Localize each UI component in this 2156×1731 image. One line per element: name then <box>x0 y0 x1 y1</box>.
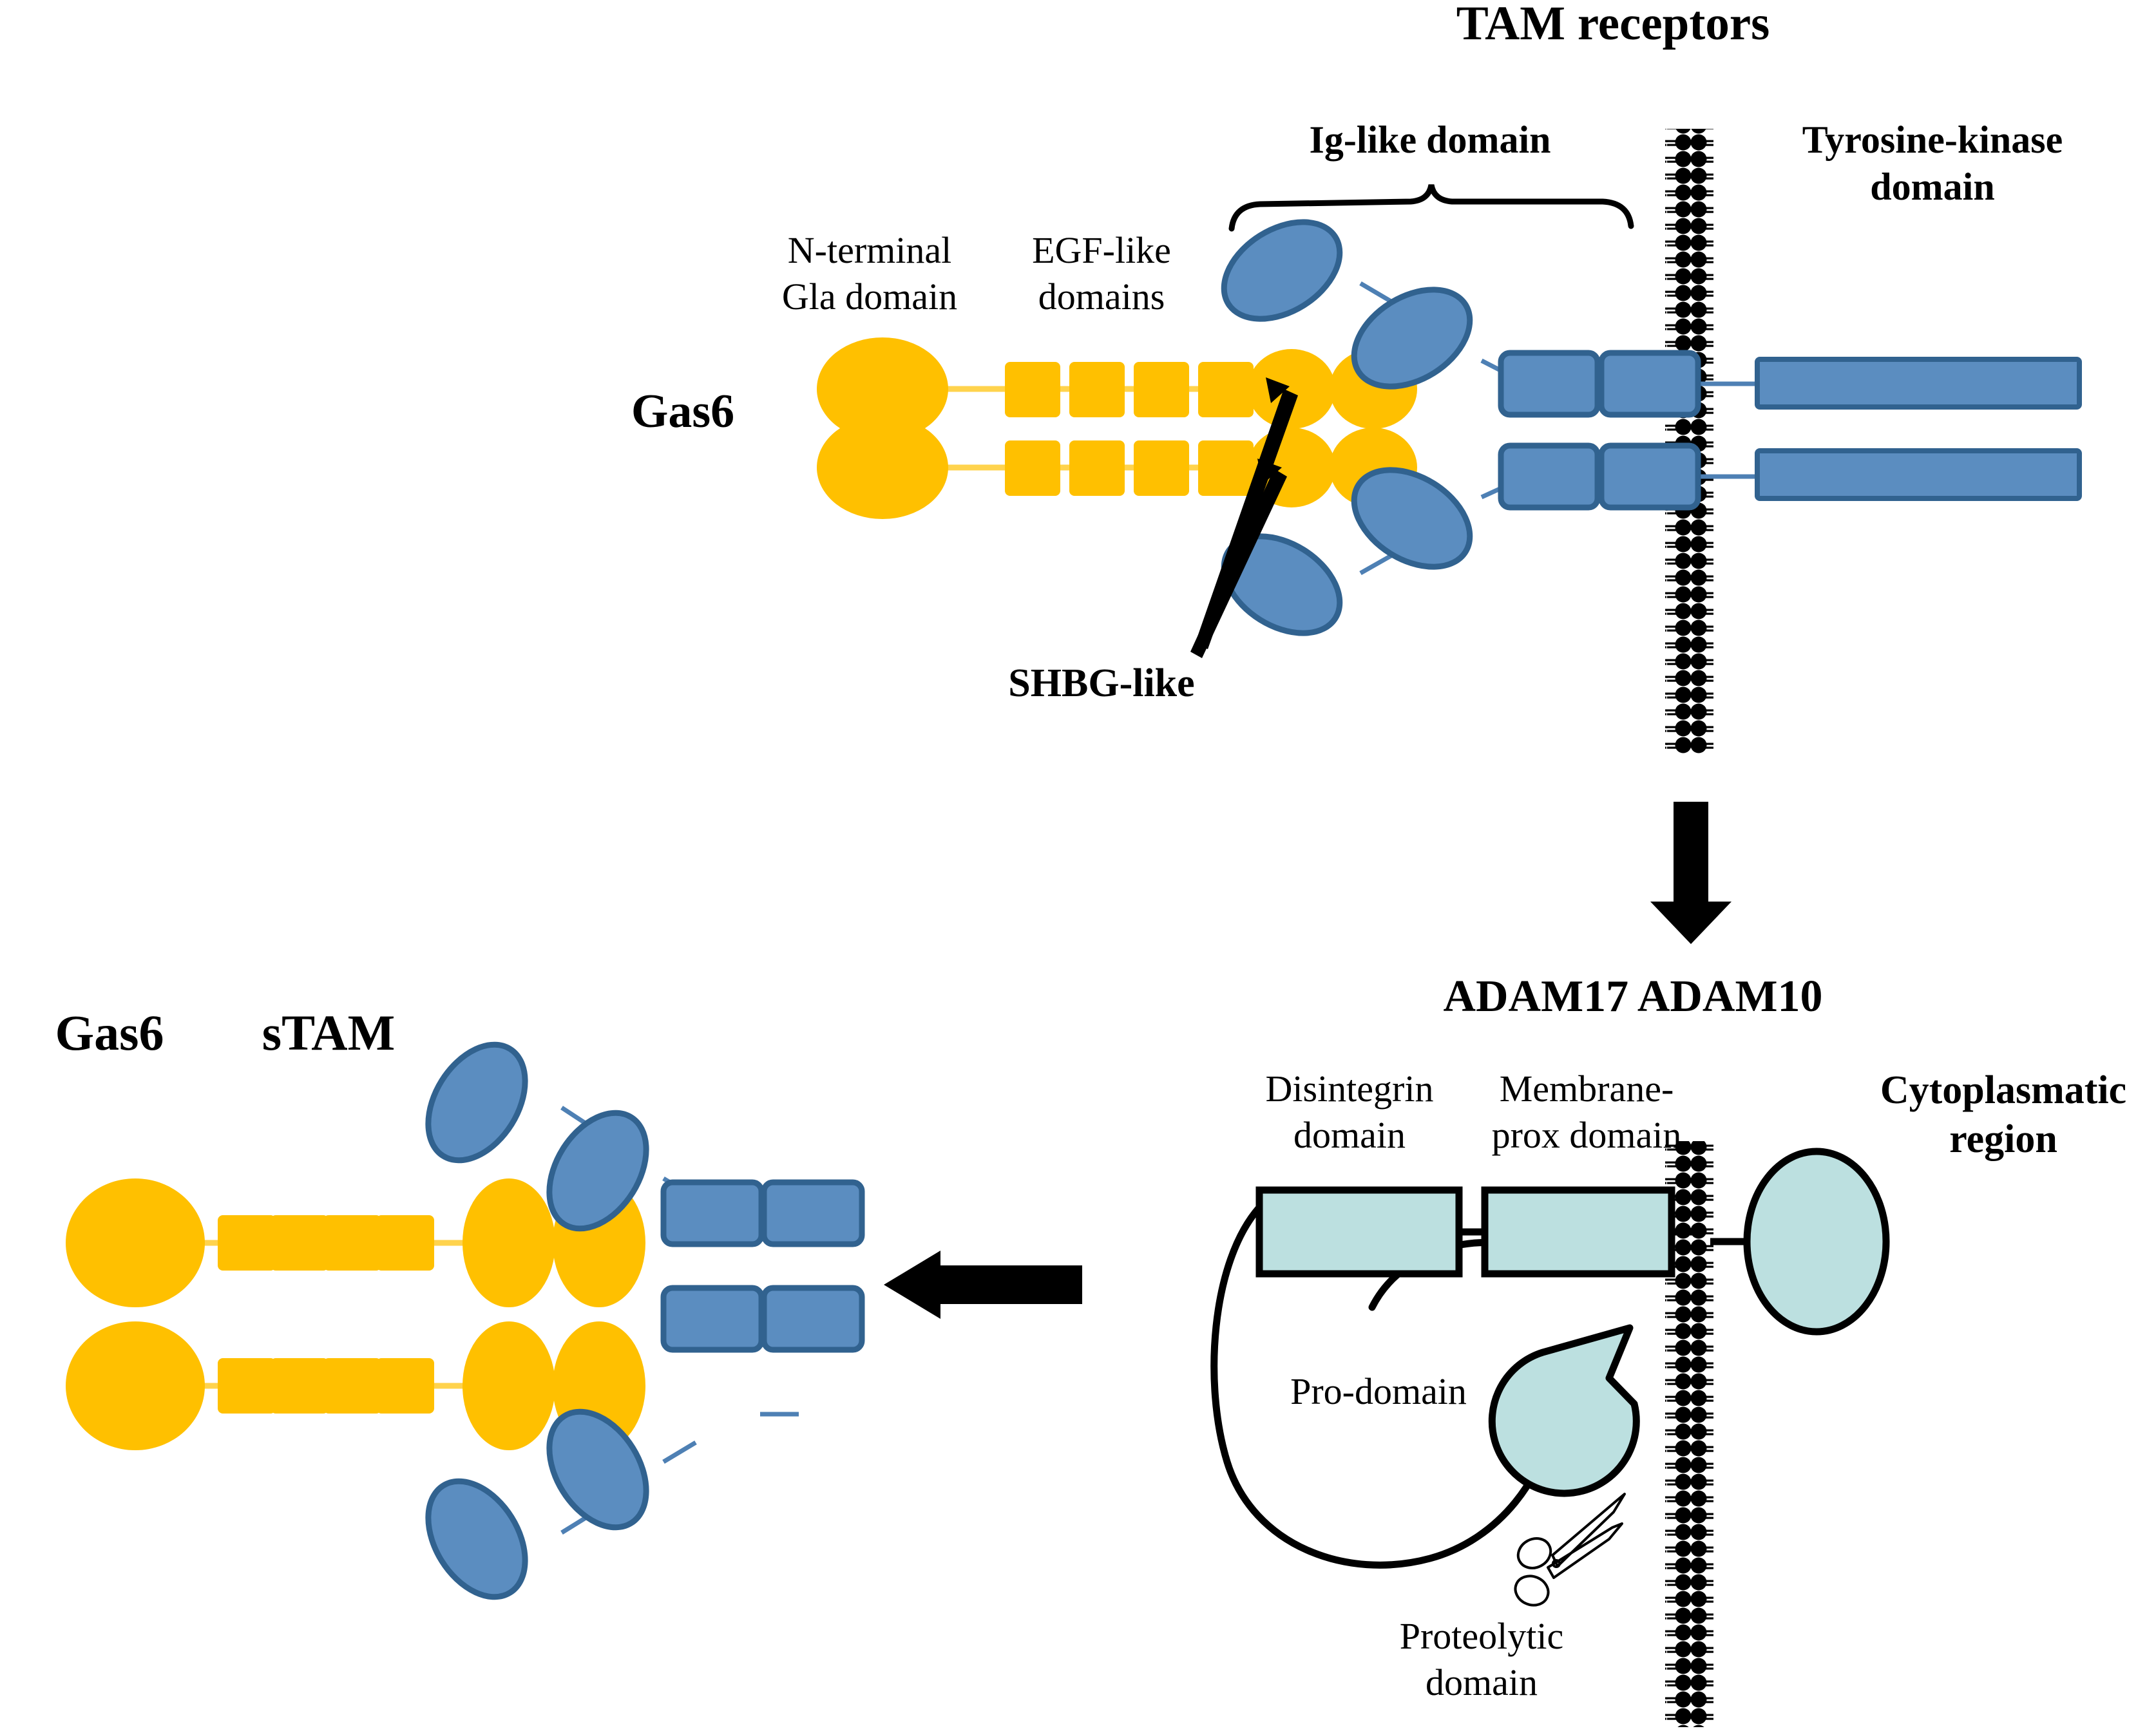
membrane-prox-label-line1: Membrane- <box>1499 1068 1674 1110</box>
egf-repeat <box>1134 362 1189 417</box>
fn3-box <box>1598 350 1701 418</box>
ig-like-ellipse <box>1351 287 1473 390</box>
tam-receptors-heading: TAM receptors <box>1456 0 1770 50</box>
shbg-lg-domain <box>463 1321 555 1450</box>
ig-like-ellipse <box>425 1478 528 1600</box>
egf-repeat <box>218 1358 276 1414</box>
disintegrin-domain-label-line2: domain <box>1293 1114 1406 1156</box>
pro-domain-label: Pro-domain <box>1290 1370 1467 1412</box>
proteolytic-domain-label-line1: Proteolytic <box>1399 1615 1564 1657</box>
gas6-top <box>817 337 1417 519</box>
membrane-prox-domain-box <box>1481 1186 1675 1278</box>
n-terminal-gla-label-line2: Gla domain <box>781 276 958 317</box>
tyrosine-kinase-domain-label-line1: Tyrosine-kinase <box>1802 118 2063 161</box>
egf-like-domains-label-line2: domains <box>1038 276 1165 317</box>
stam-product <box>425 1041 865 1600</box>
tyrosine-kinase-bar <box>1755 448 2082 501</box>
adam-protease <box>1210 1148 1890 1569</box>
gla-domain-ellipse <box>66 1321 205 1450</box>
n-terminal-gla-label-line1: N-terminal <box>787 229 952 271</box>
gas6-label-product: Gas6 <box>55 1005 164 1061</box>
gas6-label-top: Gas6 <box>631 385 735 438</box>
ig-like-brace <box>1228 184 1634 232</box>
cytoplasmatic-region-label-line1: Cytoplasmatic <box>1880 1068 2127 1112</box>
down-arrow <box>1650 802 1731 944</box>
ig-like-ellipse <box>1221 219 1343 322</box>
egf-repeat <box>218 1215 276 1271</box>
egf-repeat <box>376 1358 434 1414</box>
gla-domain-ellipse <box>66 1178 205 1307</box>
ig-like-ellipse <box>1351 467 1473 570</box>
cytoplasmatic-region-label-line2: region <box>1949 1117 2057 1161</box>
ig-like-ellipse <box>546 1110 649 1232</box>
egf-repeat <box>1134 440 1189 496</box>
egf-repeat <box>1005 440 1060 496</box>
egf-repeat <box>1069 440 1125 496</box>
gla-domain-ellipse <box>817 337 948 440</box>
egf-repeat <box>323 1215 381 1271</box>
egf-like-domains-label-line1: EGF-like <box>1032 229 1171 271</box>
gas6-product <box>66 1178 645 1450</box>
shbg-lg-domain <box>1248 349 1335 429</box>
fn3-box <box>1498 442 1601 511</box>
egf-repeat <box>1198 362 1254 417</box>
disintegrin-domain-label-line1: Disintegrin <box>1265 1068 1434 1110</box>
tyrosine-kinase-bar <box>1755 357 2082 410</box>
egf-repeat <box>323 1358 381 1414</box>
fn3-box <box>660 1285 765 1353</box>
fn3-box <box>761 1179 865 1247</box>
gla-domain-ellipse <box>817 416 948 519</box>
tyrosine-kinase-domain-label-line2: domain <box>1870 166 1995 208</box>
tam-receptor-top <box>1221 219 2082 636</box>
left-arrow <box>884 1251 1082 1319</box>
egf-repeat <box>1069 362 1125 417</box>
ig-like-ellipse <box>546 1408 649 1531</box>
egf-repeat <box>1198 440 1254 496</box>
plasma-membrane-top <box>1665 129 1713 753</box>
egf-repeat <box>1005 362 1060 417</box>
egf-repeat <box>271 1358 329 1414</box>
scissors-icon <box>1514 1493 1626 1607</box>
fn3-box <box>761 1285 865 1353</box>
shbg-pointer-arrows <box>1190 377 1298 658</box>
ig-like-domain-label: Ig-like domain <box>1309 118 1551 161</box>
shbg-like-label: SHBG-like <box>1008 661 1195 705</box>
adam-heading: ADAM17 ADAM10 <box>1443 972 1823 1021</box>
stam-label: sTAM <box>262 1005 396 1061</box>
membrane-prox-label-line2: prox domain <box>1491 1114 1682 1156</box>
shbg-lg-domain <box>463 1178 555 1307</box>
ig-like-ellipse <box>425 1041 528 1164</box>
proteolytic-domain-label-line2: domain <box>1426 1661 1538 1703</box>
fn3-box <box>1498 350 1601 418</box>
cytoplasmatic-region-ellipse <box>1743 1148 1890 1336</box>
fn3-box <box>1598 442 1701 511</box>
egf-repeat <box>271 1215 329 1271</box>
egf-repeat <box>376 1215 434 1271</box>
proteolytic-domain-pacman <box>1488 1324 1640 1497</box>
pro-domain-loop <box>1210 1204 1556 1569</box>
fn3-box <box>660 1179 765 1247</box>
disintegrin-domain-box <box>1255 1186 1463 1278</box>
